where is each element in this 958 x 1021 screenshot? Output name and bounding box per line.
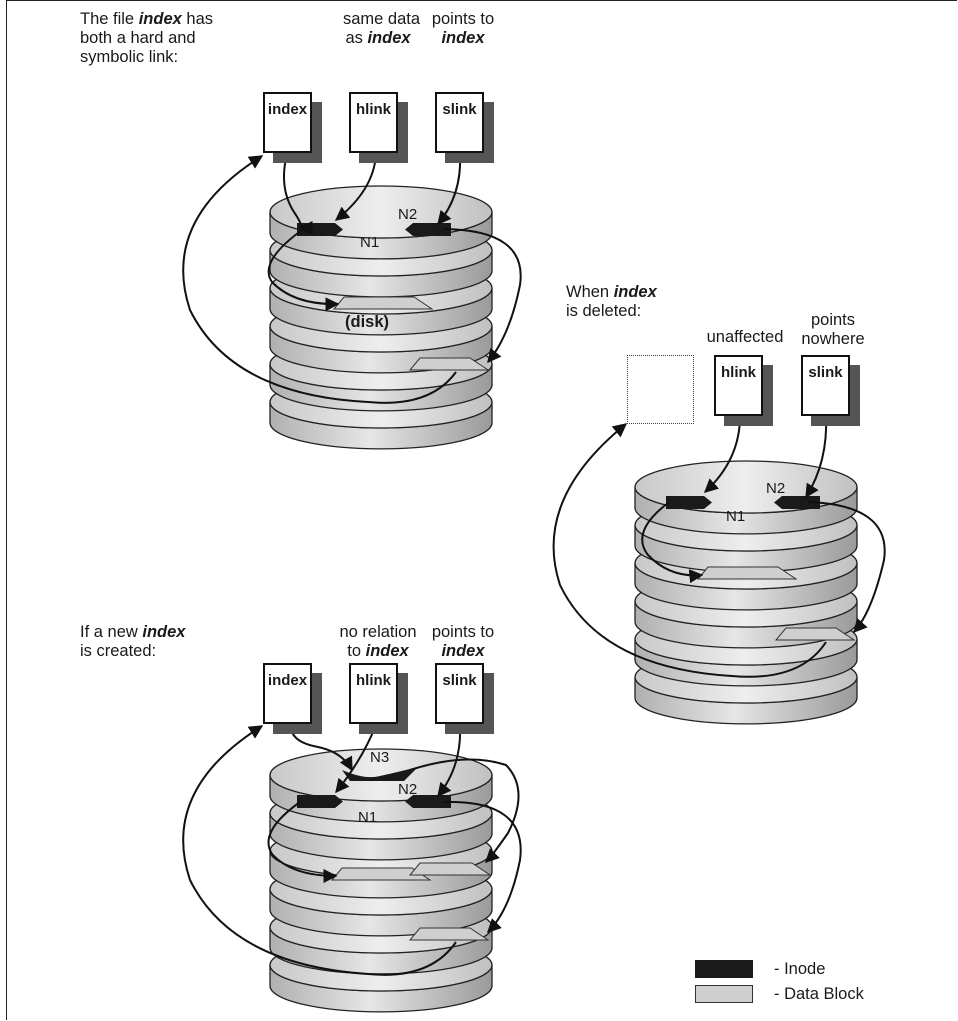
arrow-N2-to-data-deleted xyxy=(807,501,886,634)
arrow-N2-to-data-new xyxy=(443,800,522,933)
inode-N2-deleted xyxy=(774,496,820,509)
arrow-hlink-to-N1-deleted xyxy=(703,415,741,493)
arrow-hlink-to-N1-top xyxy=(334,153,377,221)
datablock-top-2 xyxy=(408,357,490,371)
hlink-note-top: same data as index xyxy=(343,10,421,47)
file-index-top: index xyxy=(263,92,312,153)
label-N3-new: N3 xyxy=(370,749,389,766)
label-N1-top: N1 xyxy=(360,234,379,251)
arrow-data-to-index-new xyxy=(182,725,457,976)
hlink-note-deleted: unaffected xyxy=(706,328,784,346)
arrow-data-to-ghost-deleted xyxy=(552,423,827,678)
bottom-platter-top-1 xyxy=(269,748,493,802)
arrow-slink-to-N2-deleted xyxy=(805,415,828,499)
legend-data-block-swatch xyxy=(695,985,753,1003)
arrow-slink-to-N2-top xyxy=(437,153,462,226)
arrow-N2-to-data-top xyxy=(443,228,522,364)
inode-N1-new xyxy=(297,795,343,808)
file-hlink-new: hlink xyxy=(349,663,398,724)
datablock-deleted-2 xyxy=(774,627,856,641)
arrow-N3-to-data-new xyxy=(409,758,520,863)
new-index-caption: If a new index is created: xyxy=(80,623,186,660)
legend-data-label: - Data Block xyxy=(774,985,864,1003)
file-hlink-top: hlink xyxy=(349,92,398,153)
inode-N1-top xyxy=(297,223,343,236)
legend-inode-swatch xyxy=(695,960,753,978)
label-N2-deleted: N2 xyxy=(766,480,785,497)
arrow-index-to-N1-top xyxy=(283,153,313,235)
legend-inode-label: - Inode xyxy=(774,960,826,978)
arrow-hlink-to-N1-new xyxy=(335,724,377,794)
deleted-caption: When index is deleted: xyxy=(566,283,657,320)
arrow-index-to-N3-new xyxy=(289,724,353,772)
arrow-N1-to-data-new xyxy=(267,801,338,883)
top-caption: The file index has both a hard and symbo… xyxy=(80,10,213,66)
label-N2-top: N2 xyxy=(398,206,417,223)
datablock-new-2 xyxy=(408,862,492,876)
figure-frame xyxy=(6,0,957,1020)
slink-note-top: points to index xyxy=(431,10,495,47)
disk-label: (disk) xyxy=(345,313,390,331)
file-index-deleted-ghost xyxy=(627,355,694,424)
slink-note-deleted: points nowhere xyxy=(801,311,865,348)
hlink-note-new: no relation to index xyxy=(339,623,417,660)
file-hlink-deleted: hlink xyxy=(714,355,763,416)
datablock-new-3 xyxy=(408,927,490,941)
file-slink-top: slink xyxy=(435,92,484,153)
label-N1-new: N1 xyxy=(358,809,377,826)
arrow-N1-to-data-deleted xyxy=(641,502,704,584)
datablock-deleted-1 xyxy=(696,566,798,580)
file-index-new: index xyxy=(263,663,312,724)
arrow-N1-to-data-top xyxy=(267,229,340,312)
label-N2-new: N2 xyxy=(398,781,417,798)
arrow-slink-to-N2-new xyxy=(437,724,462,798)
inode-N2-top xyxy=(405,223,451,236)
disk-new-index-panel: N1 N2 N3 xyxy=(269,748,493,1013)
disk-deleted-panel: N1 N2 xyxy=(634,460,858,725)
slink-note-new: points to index xyxy=(431,623,495,660)
label-N1-deleted: N1 xyxy=(726,508,745,525)
inode-N2-new xyxy=(405,795,451,808)
inode-N3-new xyxy=(342,767,418,781)
link-arrows xyxy=(182,153,886,976)
inode-N1-deleted xyxy=(666,496,712,509)
file-slink-new: slink xyxy=(435,663,484,724)
datablock-top-1 xyxy=(332,296,434,310)
file-slink-deleted: slink xyxy=(801,355,850,416)
arrow-data-to-index-top xyxy=(182,155,457,404)
